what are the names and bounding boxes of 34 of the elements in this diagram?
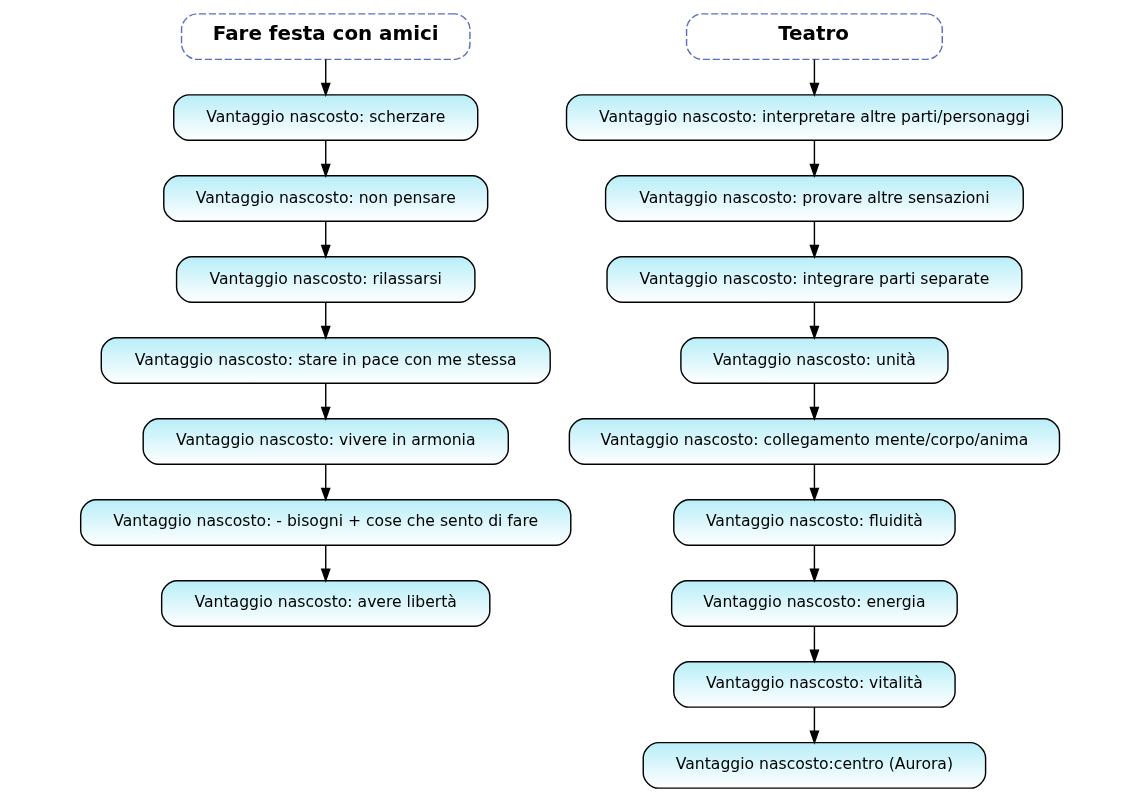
arrow — [320, 544, 331, 583]
node-box: Vantaggio nascosto:centro (Aurora) — [642, 741, 987, 789]
arrow — [809, 463, 820, 502]
arrow — [809, 58, 820, 97]
arrow — [809, 706, 820, 745]
node-box: Vantaggio nascosto: - bisogni + cose che sento di fare — [79, 499, 572, 546]
node-box: Vantaggio nascosto: provare altre sensazioni — [604, 175, 1024, 222]
arrow — [320, 463, 331, 502]
arrow — [809, 382, 820, 421]
node-box: Vantaggio nascosto: avere libertà — [160, 580, 491, 627]
node-box: Vantaggio nascosto: collegamento mente/corpo/anima — [568, 418, 1061, 465]
node-box: Vantaggio nascosto: integrare parti separate — [606, 256, 1023, 303]
node-box: Vantaggio nascosto: scherzare — [173, 94, 479, 142]
node-box: Vantaggio nascosto: unità — [680, 337, 949, 384]
arrow — [320, 382, 331, 421]
arrow — [320, 139, 331, 178]
node-box: Teatro — [685, 13, 943, 61]
arrow — [809, 544, 820, 583]
node-box: Vantaggio nascosto: vivere in armonia — [142, 418, 509, 465]
arrow — [320, 301, 331, 340]
node-box: Fare festa con amici — [180, 13, 471, 61]
arrow — [320, 58, 331, 97]
node-box: Vantaggio nascosto: vitalità — [673, 660, 956, 708]
node-box: Vantaggio nascosto: fluidità — [673, 499, 956, 546]
arrow — [809, 301, 820, 340]
node-box: Vantaggio nascosto: stare in pace con me stessa — [100, 337, 551, 384]
node-box: Vantaggio nascosto: interpretare altre parti/personaggi — [565, 94, 1064, 142]
arrow — [809, 139, 820, 178]
node-box: Vantaggio nascosto: non pensare — [163, 175, 489, 222]
arrow — [320, 220, 331, 259]
arrow — [809, 625, 820, 664]
node-box: Vantaggio nascosto: rilassarsi — [175, 256, 476, 303]
arrow — [809, 220, 820, 259]
node-box: Vantaggio nascosto: energia — [670, 580, 958, 627]
